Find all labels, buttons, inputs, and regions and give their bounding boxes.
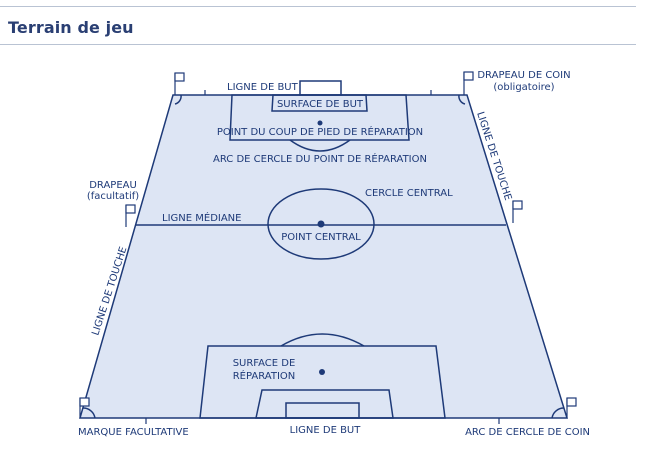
penalty-mark-bottom — [319, 369, 325, 375]
penalty-arc-bottom — [280, 333, 365, 347]
penalty-mark-top — [317, 120, 323, 126]
halfway-flag-right-icon — [512, 200, 523, 223]
goal-area-bottom — [255, 389, 394, 419]
label-penalty-area-line1: SURFACE DE — [233, 358, 296, 369]
penalty-area-bottom — [199, 345, 446, 419]
label-penalty-mark: POINT DU COUP DE PIED DE RÉPARATION — [217, 125, 423, 138]
center-circle — [267, 188, 375, 260]
page-title: Terrain de jeu — [8, 18, 134, 37]
label-goal-area-top: SURFACE DE BUT — [277, 99, 364, 110]
label-goal-line-top: LIGNE DE BUT — [227, 82, 299, 93]
label-penalty-arc: ARC DE CERCLE DU POINT DE RÉPARATION — [213, 152, 427, 165]
label-corner-flag-line2: (obligatoire) — [493, 82, 554, 93]
label-flag-line1: DRAPEAU — [89, 180, 137, 191]
label-halfway-line: LIGNE MÉDIANE — [162, 211, 241, 224]
corner-arc-top-left — [174, 94, 182, 105]
label-corner-flag-line1: DRAPEAU DE COIN — [477, 70, 570, 81]
penalty-arc-top — [289, 139, 351, 152]
label-center-mark: POINT CENTRAL — [281, 232, 361, 243]
top-divider — [0, 6, 636, 7]
label-center-circle: CERCLE CENTRAL — [365, 188, 453, 199]
label-goal-line-bottom: LIGNE DE BUT — [290, 425, 362, 436]
corner-flag-bottom-right-icon — [566, 397, 577, 418]
center-mark — [317, 220, 325, 228]
corner-flag-top-right-icon — [463, 71, 474, 95]
corner-arc-bottom-right — [551, 407, 565, 419]
corner-arc-top-right — [458, 94, 466, 105]
goal-bottom — [285, 402, 360, 419]
label-flag-line2: (facultatif) — [87, 191, 139, 202]
corner-arc-bottom-left — [82, 407, 96, 419]
label-penalty-area-line2: RÉPARATION — [233, 369, 296, 382]
title-divider — [0, 44, 636, 45]
label-optional-mark: MARQUE FACULTATIVE — [78, 427, 189, 438]
halfway-flag-left-icon — [125, 204, 136, 227]
goal-area-top — [271, 94, 368, 112]
goal-top — [299, 80, 342, 96]
corner-flag-top-left-icon — [174, 72, 185, 95]
label-corner-arc: ARC DE CERCLE DE COIN — [465, 427, 590, 438]
corner-flag-bottom-left-icon — [79, 397, 90, 418]
